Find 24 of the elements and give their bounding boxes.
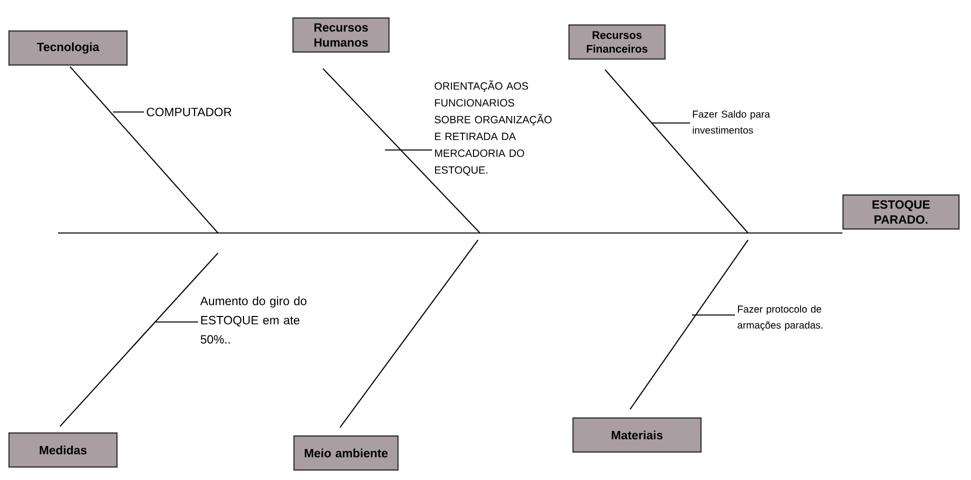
bone-line (340, 240, 478, 428)
category-box: Recursos Humanos (292, 17, 390, 53)
bone-line (630, 240, 748, 410)
bone-line (322, 68, 480, 234)
cause-text: Fazer protocolo de armações paradas. (738, 305, 822, 331)
bone-line (604, 69, 748, 234)
bone-line (70, 66, 218, 234)
category-box: Meio ambiente (293, 435, 399, 471)
category-box: ESTOQUE PARADO. (842, 194, 960, 230)
branch-line (113, 111, 144, 113)
bone-line (60, 252, 218, 427)
branch-line (155, 321, 198, 323)
cause-text: ORIENTAÇÃO AOS FUNCIONARIOS SOBRE ORGANIZAÇÃO E RETIRADA DA MERCADORIA DO ESTOQUE. (434, 80, 552, 176)
branch-line (692, 314, 735, 316)
branch-line (652, 122, 690, 124)
cause-text: COMPUTADOR (146, 108, 232, 116)
cause-text: Fazer Saldo para investimentos (692, 110, 770, 134)
branch-line (385, 149, 432, 151)
category-box: Medidas (8, 432, 118, 468)
cause-text: Aumento do giro do ESTOQUE em ate 50%.. (200, 296, 306, 344)
category-box: Materiais (572, 417, 702, 453)
category-box: Tecnologia (8, 30, 128, 66)
spine-line (58, 232, 842, 234)
category-box: Recursos Financeiros (568, 24, 666, 60)
